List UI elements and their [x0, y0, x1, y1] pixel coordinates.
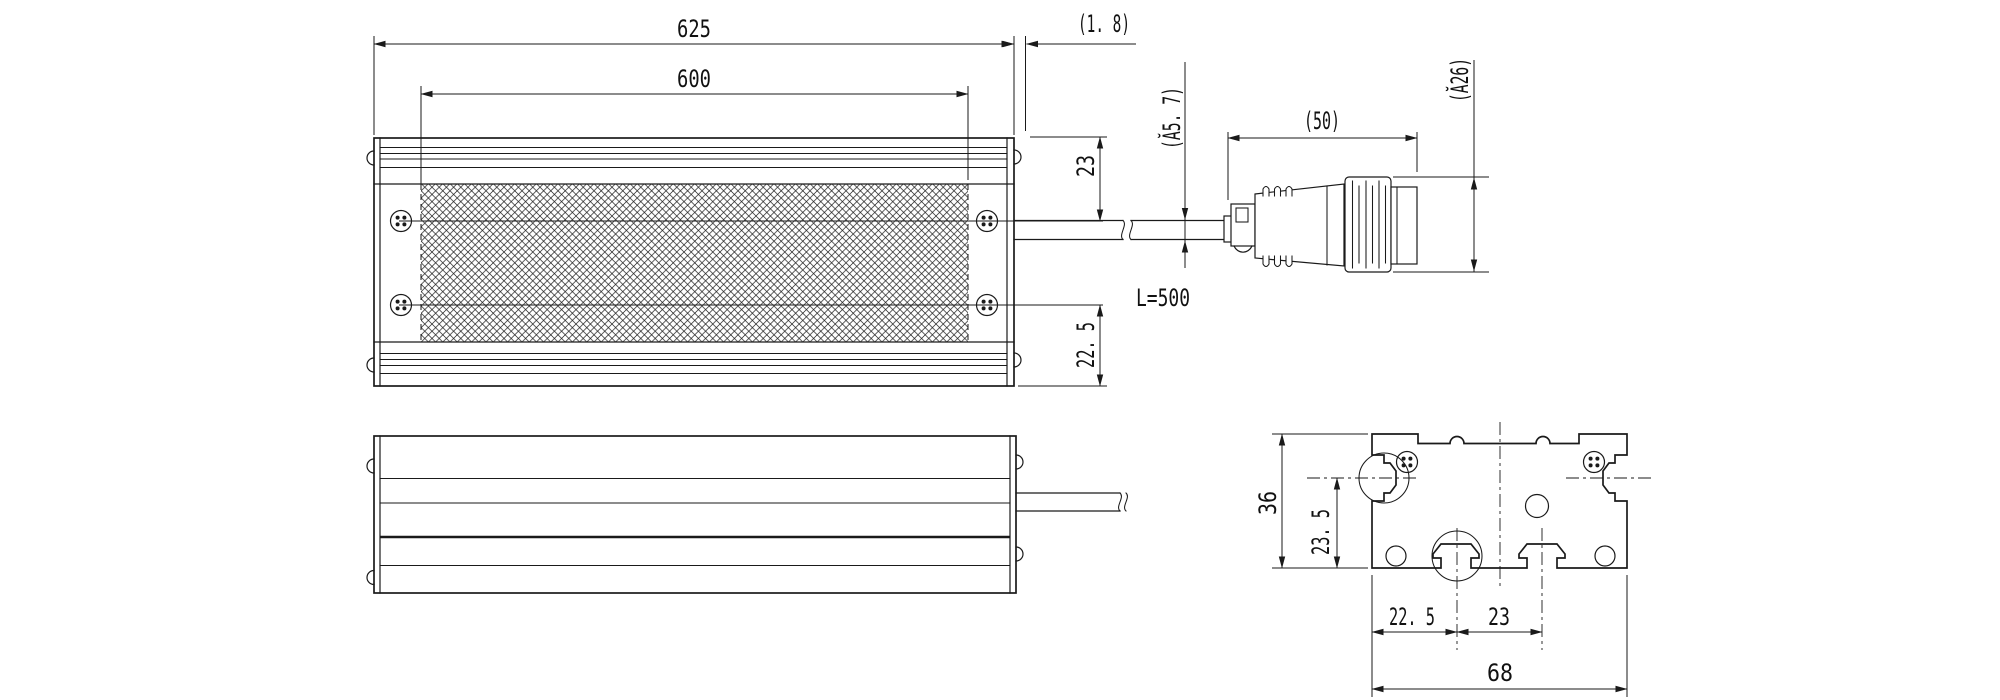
cable-to-connector: [1130, 219, 1227, 241]
extrusion-profile: [1371, 433, 1628, 569]
bottom-view: [366, 435, 1128, 594]
dim-label-cable-diameter: (Ă5. 7): [1157, 87, 1186, 149]
dim-label-window-length: 600: [677, 65, 711, 93]
extension-lines: [373, 36, 1015, 135]
dim-label-connector-length: (50): [1304, 107, 1340, 135]
screw-center-lines: [399, 220, 1103, 306]
extension-lines: [1371, 575, 1628, 697]
cable: [1013, 219, 1124, 241]
dim-label-top-to-cable: 23: [1072, 155, 1100, 177]
dim-label-connector-diameter: (Ă26): [1445, 58, 1474, 102]
dim-label-cable-length: L=500: [1136, 284, 1190, 312]
screw-icon: [1582, 450, 1606, 474]
dim-label-overall-length: 625: [677, 15, 711, 43]
dim-label-slot-left-offset: 22. 5: [1389, 603, 1435, 631]
connector-collar-bulge: [1233, 245, 1253, 253]
boot-ribs-top: [1262, 185, 1293, 197]
connector-front-cylinder: [1390, 186, 1418, 265]
through-hole: [1594, 545, 1616, 567]
dimensions: 625 600 (1. 8) 23 22. 5 (Ă5. 7) L=500 (5…: [373, 10, 1628, 697]
top-extrusion-lines: [379, 146, 1008, 169]
cable-break-mark: [1124, 492, 1128, 512]
right-side-screw-bumps: [1015, 454, 1024, 562]
connector-collar-latch: [1235, 207, 1249, 223]
front-view: [366, 137, 1103, 387]
dim-label-bottom-offset: 22. 5: [1072, 322, 1100, 368]
connector-boot: [1254, 183, 1345, 267]
left-side-screw-bumps: [366, 458, 375, 586]
extension-lines: [1393, 176, 1489, 273]
bottom-body-outline: [373, 435, 1017, 594]
coupling-ring-knurls: [1351, 180, 1387, 269]
dim-label-slot-pitch: 23: [1488, 603, 1510, 631]
dim-label-section-height: 36: [1254, 491, 1282, 515]
section-view: [1307, 422, 1652, 650]
through-hole: [1385, 545, 1407, 567]
boot-ribs-bottom: [1262, 255, 1293, 268]
dim-label-end-gap: (1. 8): [1078, 10, 1130, 38]
through-hole: [1524, 493, 1550, 519]
bottom-extrusion-lines: [379, 352, 1008, 375]
diffuser-window-hatch: [421, 184, 968, 342]
right-side-screw-bumps: [1013, 149, 1022, 368]
light-body-outline: [373, 137, 1015, 387]
dim-label-section-width: 68: [1487, 659, 1513, 687]
cable: [1015, 492, 1121, 512]
extension-lines: [420, 86, 969, 188]
left-side-screw-bumps: [366, 150, 375, 373]
cable-and-connector: [1013, 176, 1418, 273]
end-caps: [379, 137, 1008, 387]
cable-break-mark: [1129, 219, 1133, 241]
coupling-ring: [1344, 176, 1392, 273]
bottom-end-caps: [379, 435, 1011, 594]
cable-break-mark: [1118, 492, 1122, 512]
cable-break-mark: [1121, 219, 1125, 241]
connector-collar: [1230, 203, 1256, 247]
dim-label-slot-center-height: 23. 5: [1307, 509, 1335, 555]
extension-lines: [1272, 433, 1368, 569]
bottom-extrusion-lines: [379, 477, 1011, 567]
